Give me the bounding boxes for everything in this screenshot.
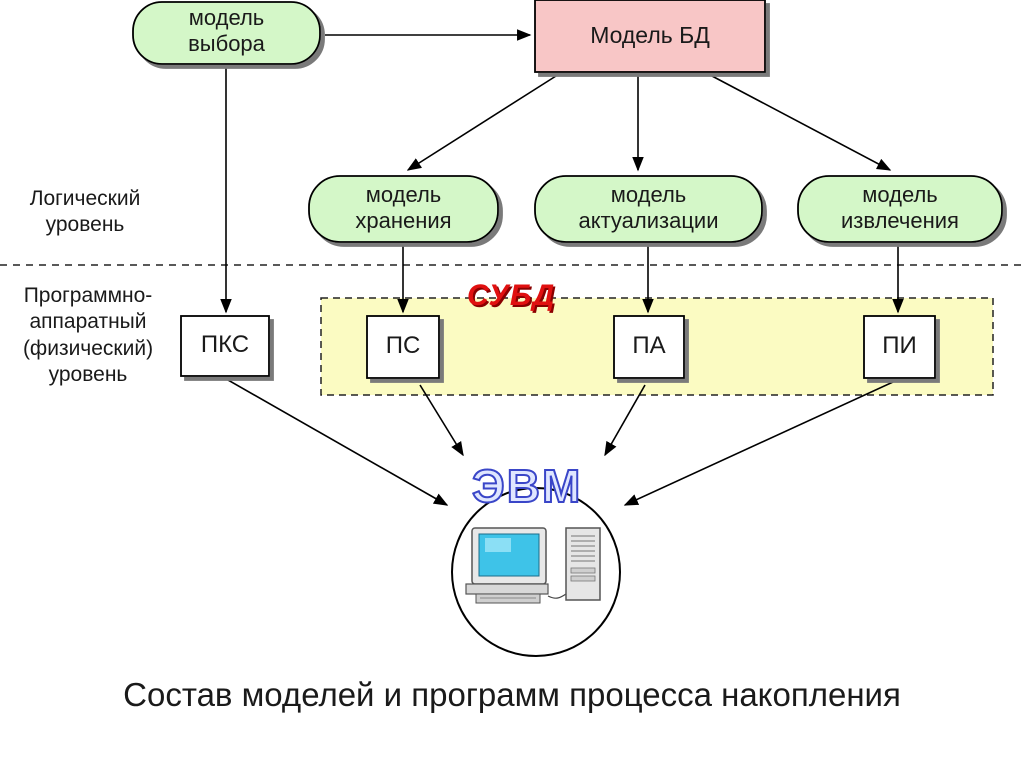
node-model-hraneniya-shape: [308, 175, 499, 243]
prog-pa: ПА: [614, 332, 684, 360]
node-model-vybora-label: модель выбора: [188, 5, 265, 57]
arrow-pi-to-evm: [623, 381, 894, 506]
arrow-pa-to-evm: [604, 384, 646, 457]
node-model-hraneniya-label: модель хранения: [355, 182, 452, 234]
prog-pi-shape: [863, 315, 936, 379]
arrow-bd-to-izvlecheniya: [711, 75, 892, 171]
node-model-aktualizacii-label: модель актуализации: [578, 182, 719, 234]
prog-ps-label: ПС: [385, 332, 421, 359]
node-model-izvlecheniya: модель извлечения: [798, 182, 1002, 235]
prog-pi-label: ПИ: [882, 332, 917, 359]
prog-pks-shape: [180, 315, 270, 377]
node-model-aktualizacii-shape: [534, 175, 763, 243]
level-physical-label: Программно-аппаратный (физический) урове…: [0, 283, 176, 388]
level-logical-label: Логический уровень: [0, 186, 170, 239]
node-model-vybora: модель выбора: [133, 5, 320, 58]
subd-label-text: СУБД: [467, 279, 556, 312]
arrow-pks-to-evm: [227, 379, 449, 506]
node-model-bd-label: Модель БД: [590, 22, 710, 48]
level-physical-text: Программно-аппаратный (физический) урове…: [22, 284, 154, 386]
node-model-vybora-shape: [132, 1, 321, 65]
prog-ps-shape: [366, 315, 440, 379]
node-model-izvlecheniya-shape: [797, 175, 1003, 243]
computer-icon: [465, 527, 601, 604]
prog-pks-label: ПКС: [200, 331, 250, 358]
node-model-bd-shape: [534, 0, 766, 73]
arrow-ps-to-evm: [419, 384, 464, 457]
prog-pa-label: ПА: [632, 332, 666, 359]
prog-pa-shape: [613, 315, 685, 379]
prog-ps: ПС: [367, 332, 439, 360]
node-model-aktualizacii: модель актуализации: [535, 182, 762, 235]
diagram-caption-text: Состав моделей и программ процесса накоп…: [123, 676, 901, 713]
prog-pks: ПКС: [181, 331, 269, 359]
prog-pi: ПИ: [864, 332, 935, 360]
evm-label-text: ЭВМ: [471, 459, 583, 513]
evm-label: ЭВМ: [471, 459, 583, 513]
subd-label: СУБД: [467, 279, 555, 313]
diagram-caption: Состав моделей и программ процесса накоп…: [0, 676, 1024, 714]
arrow-bd-to-hraneniya: [406, 75, 557, 171]
node-model-hraneniya: модель хранения: [309, 182, 498, 235]
node-model-izvlecheniya-label: модель извлечения: [841, 182, 959, 234]
node-model-bd: Модель БД: [535, 22, 765, 50]
level-logical-text: Логический уровень: [29, 187, 141, 237]
